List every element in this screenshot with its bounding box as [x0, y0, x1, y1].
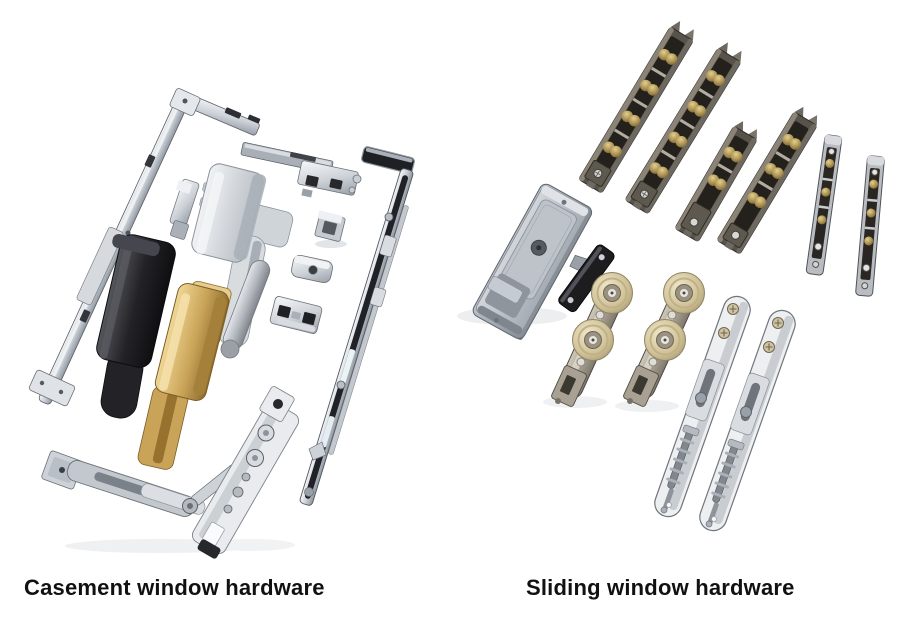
latch-striker	[558, 244, 615, 313]
screw	[125, 230, 131, 236]
screw	[493, 317, 499, 323]
hole	[59, 467, 65, 473]
hole	[273, 399, 283, 409]
roller-track-6	[854, 155, 886, 297]
window-handle-black	[96, 233, 176, 419]
striker-plate	[169, 178, 200, 240]
screw	[232, 486, 244, 498]
roller-track-5	[805, 133, 843, 277]
espagnolette-bar	[299, 146, 415, 506]
casement-caption: Casement window hardware	[24, 575, 325, 600]
soft-shadows	[65, 539, 295, 553]
sliding-figure: Sliding window hardware	[450, 0, 900, 618]
keeper-block	[314, 210, 347, 248]
screw	[223, 504, 233, 514]
corner-hinge-stay	[41, 386, 300, 559]
cam-pin	[384, 212, 394, 222]
keeper-plate	[269, 296, 323, 334]
keeper-oval	[291, 254, 333, 284]
screw	[561, 199, 567, 205]
screw	[39, 380, 45, 386]
tandem-roller-2	[621, 271, 706, 409]
casement-photo	[0, 0, 450, 560]
pin	[352, 174, 362, 184]
cylinder-rod	[220, 260, 271, 359]
hole	[308, 265, 318, 275]
window-handle-gold	[137, 280, 232, 470]
hook	[308, 441, 327, 461]
connecting-rod	[240, 142, 362, 198]
sliding-caption: Sliding window hardware	[526, 575, 795, 600]
screw	[182, 98, 188, 104]
sliding-photo	[450, 0, 900, 560]
cam-pin	[336, 380, 346, 390]
latch-slider	[487, 276, 523, 304]
casement-figure: Casement window hardware	[0, 0, 450, 600]
sliding-illustration	[457, 17, 886, 535]
screw	[241, 472, 251, 482]
corner-drive	[28, 88, 261, 407]
screw	[567, 297, 574, 304]
sliding-door-lock	[472, 183, 593, 340]
pin	[348, 186, 356, 194]
casement-illustration	[28, 88, 415, 559]
screw	[598, 254, 605, 261]
roller-track-1	[577, 17, 700, 195]
screw	[58, 389, 64, 395]
